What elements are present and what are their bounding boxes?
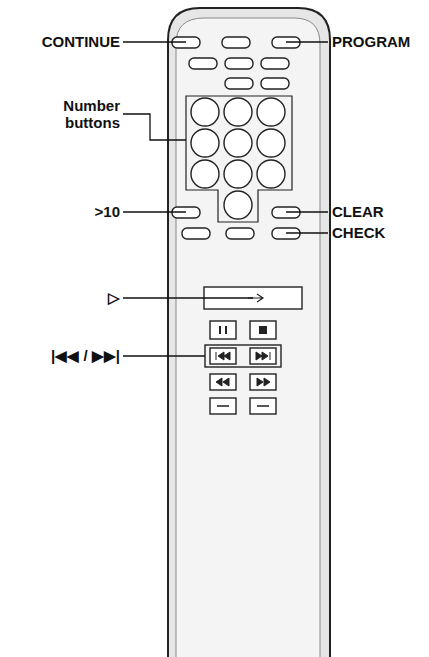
- button-label: >10: [20, 203, 120, 220]
- button-label: CONTINUE: [20, 33, 120, 50]
- button-label: CLEAR: [332, 203, 427, 220]
- button-symbol-label: ▷: [20, 289, 120, 306]
- button-label: PROGRAM: [332, 33, 427, 50]
- button-symbol-label: |◀◀ / ▶▶|: [4, 347, 120, 364]
- button-label: CHECK: [332, 224, 427, 241]
- button-label: Number buttons: [20, 97, 120, 131]
